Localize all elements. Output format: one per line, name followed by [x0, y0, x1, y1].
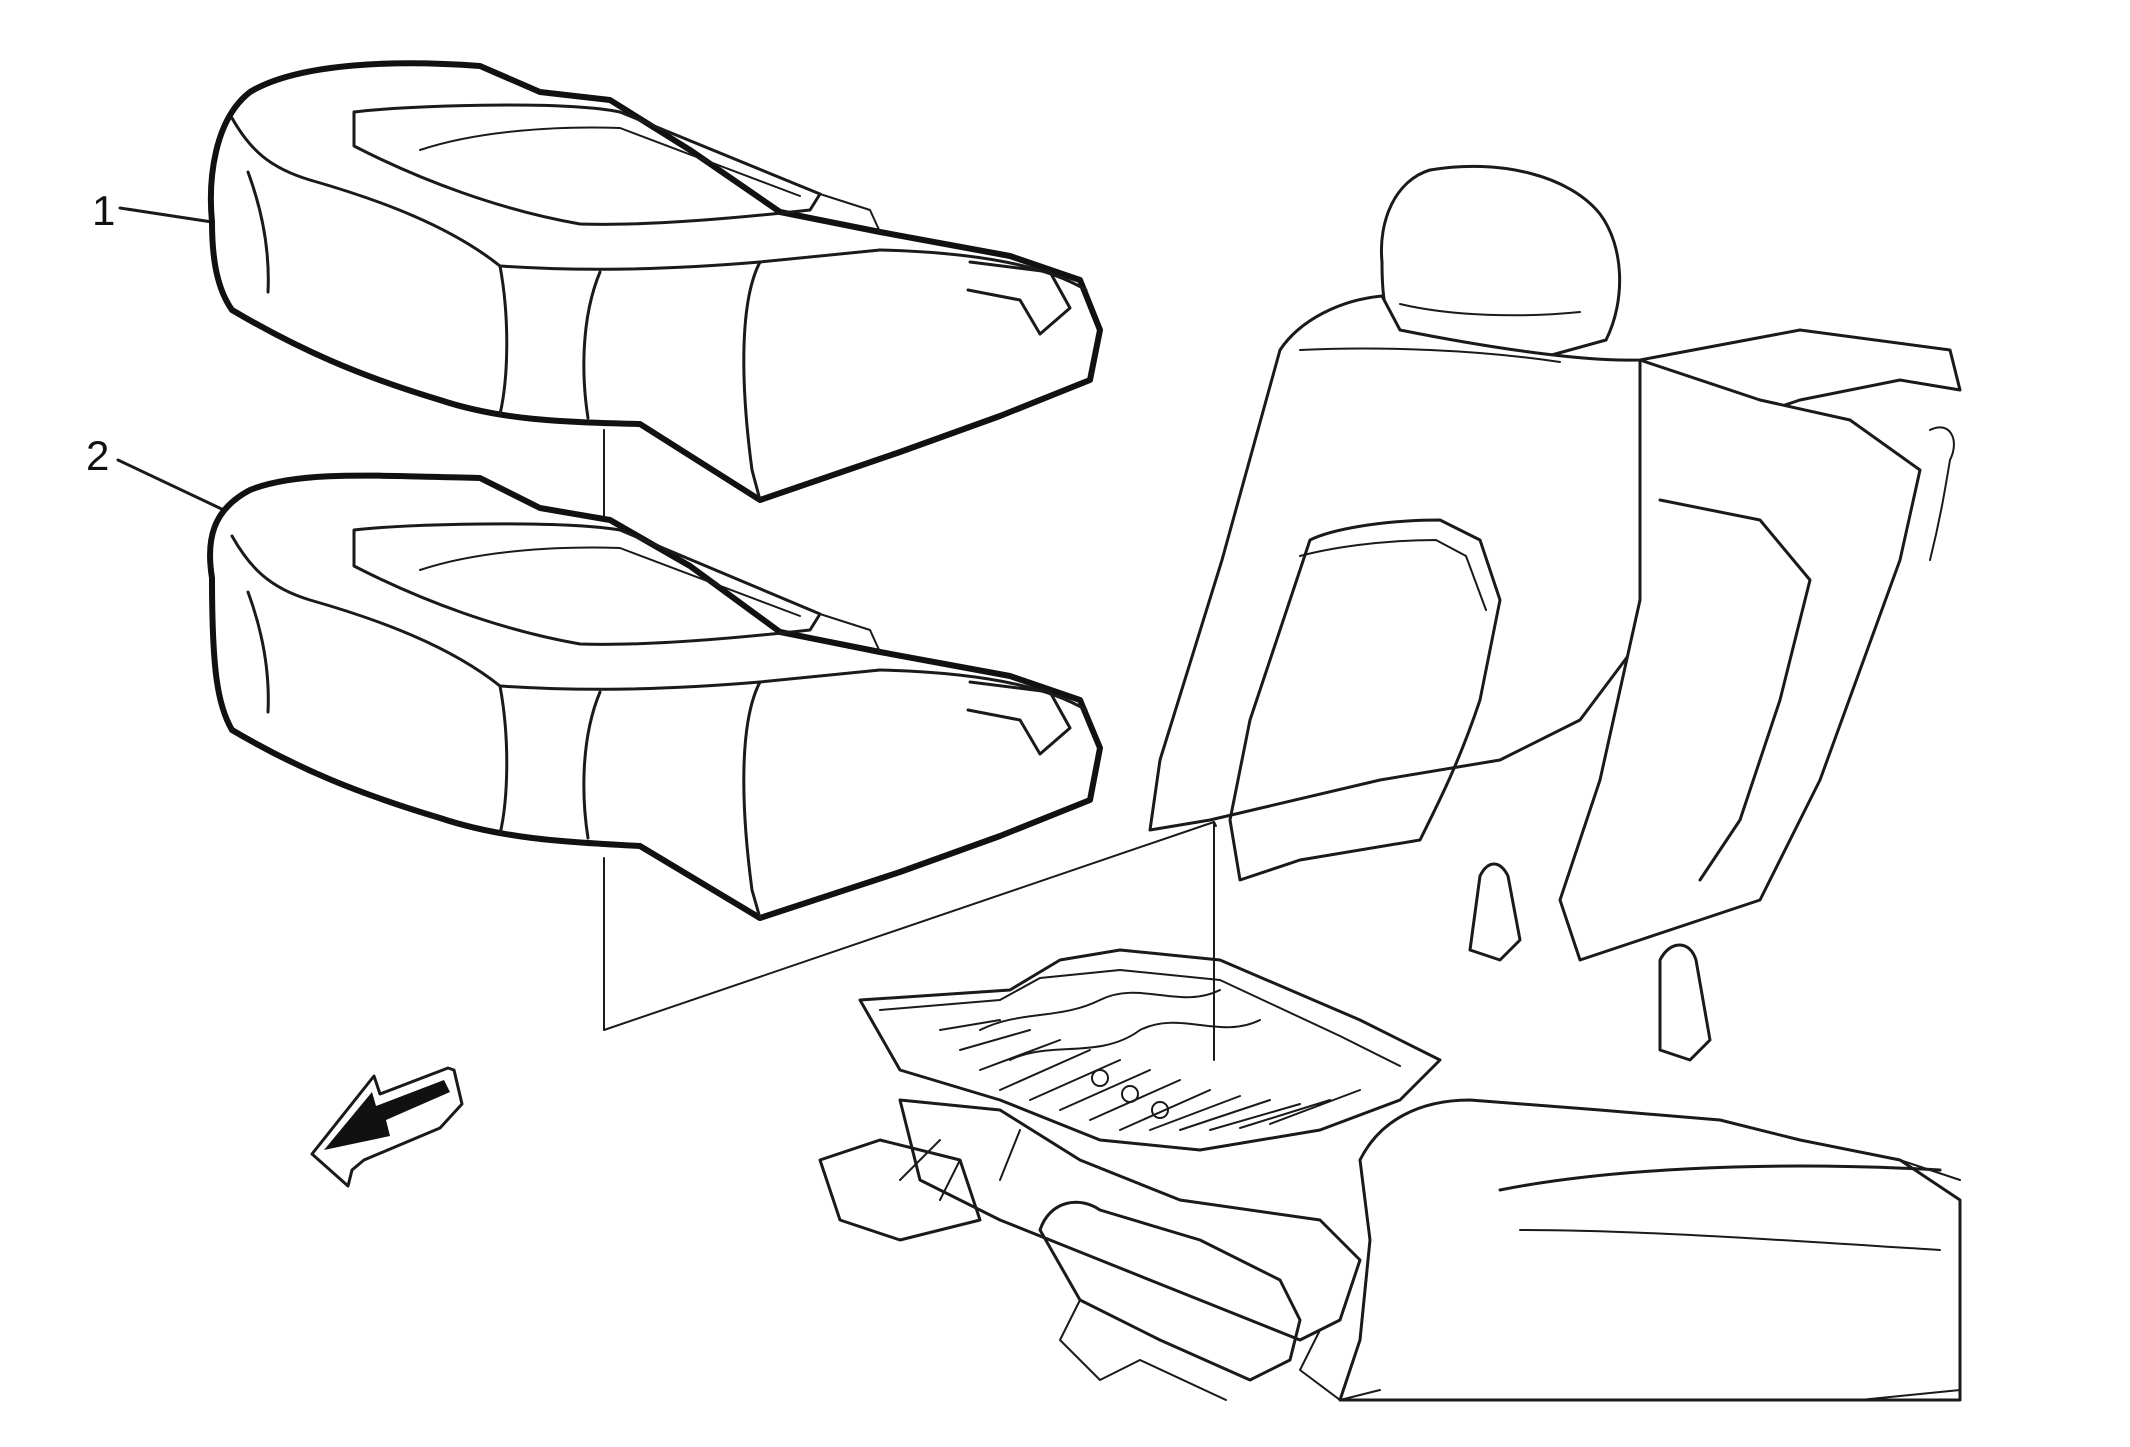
callout-1-leader — [118, 206, 214, 224]
cover-outline — [207, 60, 1103, 503]
pad-front-right-top — [878, 668, 1088, 712]
seat-cushion-pad — [207, 472, 1103, 921]
cover-insert-inner — [419, 126, 801, 197]
seat-belt-buckle-right — [1658, 943, 1712, 1062]
frame-wire-harness — [979, 989, 1261, 1061]
rear-seat-back — [1148, 164, 1962, 1402]
floor-hook-2 — [1299, 1329, 1381, 1401]
cover-center-insert — [352, 103, 822, 226]
frame-spring-coil-1 — [1091, 1069, 1109, 1087]
floor-under-bracket — [1038, 1200, 1302, 1382]
frame-legs — [899, 1129, 1021, 1201]
cover-strap-slot — [966, 260, 1072, 336]
pad-strap-slot — [966, 680, 1072, 756]
cover-front-right-top — [878, 248, 1088, 292]
pad-outline — [207, 472, 1103, 921]
floor-edge-line — [1139, 1359, 1227, 1401]
cover-front-edge — [230, 116, 882, 271]
pad-side-tab — [819, 613, 881, 653]
frame-spring-coil-2 — [1121, 1085, 1139, 1103]
seat-cushion-cover — [207, 60, 1103, 503]
seat-back-top-seam — [1299, 347, 1561, 363]
installed-cushion-seam — [1519, 1229, 1941, 1251]
callout-2-leader — [116, 458, 230, 514]
frame-inner-rail — [879, 969, 1401, 1067]
floor-panel — [898, 1098, 1362, 1342]
frame-outline — [858, 948, 1442, 1152]
pad-front-right-seam — [742, 680, 762, 920]
installed-cushion-edge — [1899, 1159, 1961, 1181]
seat-belt-buckle-left — [1468, 862, 1522, 962]
frame-spring-coil-3 — [1151, 1101, 1169, 1119]
forward-direction-arrow-icon — [310, 1066, 464, 1188]
pad-center-insert — [352, 522, 822, 646]
installation-lines — [603, 821, 1217, 1061]
pad-left-panel — [246, 590, 270, 714]
headrest-seam — [1399, 303, 1581, 317]
seat-cushion-frame — [818, 948, 1961, 1401]
floor-bracket-left — [818, 1138, 982, 1242]
pad-right-seam — [582, 690, 602, 840]
seat-back-right-section — [1558, 358, 1922, 962]
callout-2: 2 — [86, 432, 230, 514]
cover-left-panel — [246, 170, 270, 294]
seat-back-right-panel — [1658, 498, 1812, 882]
arrow-shadow — [324, 1080, 450, 1150]
cover-side-tab — [819, 193, 881, 233]
cover-right-seam — [582, 270, 602, 420]
seat-back-right-edge — [1929, 426, 1955, 561]
callout-1-label: 1 — [92, 187, 115, 234]
pad-front-edge — [230, 534, 882, 691]
seat-back-inner-panel — [1228, 518, 1502, 882]
installed-cushion-right — [1338, 1098, 1962, 1402]
seat-back-inner-panel-edge — [1299, 539, 1487, 611]
floor-hook-1 — [1059, 1299, 1141, 1381]
callout-1: 1 — [92, 187, 214, 234]
headrest — [1379, 164, 1622, 358]
install-line-b — [1213, 821, 1217, 827]
pad-center-seam — [498, 684, 509, 836]
cover-front-right-seam — [742, 260, 762, 502]
installed-cushion-insert — [1498, 1164, 1942, 1192]
pad-insert-inner — [419, 546, 801, 617]
callout-2-label: 2 — [86, 432, 109, 479]
cover-center-seam — [498, 264, 509, 416]
floor-edge-line-right — [1859, 1389, 1961, 1401]
install-line-a — [603, 821, 1215, 1061]
